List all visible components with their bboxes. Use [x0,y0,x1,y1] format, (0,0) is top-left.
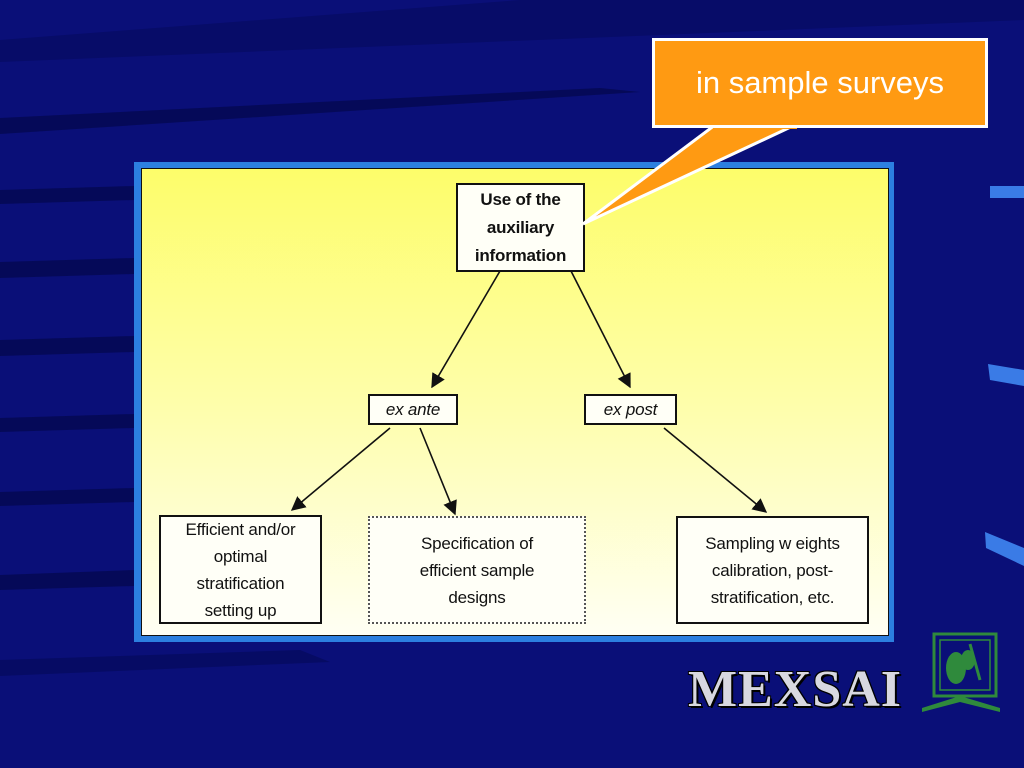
node-designs-line: designs [448,587,506,607]
node-ex-ante: ex ante [368,394,458,425]
node-designs-line: Specification of [420,533,534,553]
callout-text: in sample surveys [695,65,945,100]
nopal-book-emblem-icon [922,632,1000,712]
arrow-root-to-ex-post [570,270,631,389]
node-ex-post: ex post [584,394,677,425]
node-sampling-weights: Sampling w eights calibration, post- str… [676,516,869,624]
arrow-root-to-ex-ante [431,270,501,389]
node-root-line: information [474,245,567,265]
node-use-of-auxiliary-information: Use of the auxiliary information [456,183,585,272]
node-weights-line: calibration, post- [711,560,834,580]
arrow-ex-post-to-weights [663,427,768,513]
node-root-line: auxiliary [486,217,555,237]
node-stratification-line: optimal [213,546,268,566]
node-designs-line: efficient sample [419,560,535,580]
node-root-line: Use of the [480,189,561,209]
node-stratification-line: stratification [196,573,285,593]
arrow-ex-ante-to-designs [419,427,457,516]
node-weights-line: stratification, etc. [710,587,835,607]
arrow-ex-ante-to-stratification [290,427,391,511]
node-ex-ante-label: ex ante [385,400,441,419]
node-stratification: Efficient and/or optimal stratification … [159,515,322,624]
node-sample-designs: Specification of efficient sample design… [368,516,586,624]
node-ex-post-label: ex post [603,400,658,419]
mexsai-logo: MEXSAI [688,661,903,718]
node-stratification-line: Efficient and/or [185,519,296,539]
callout-in-sample-surveys: in sample surveys [652,38,988,128]
node-stratification-line: setting up [204,600,277,620]
node-weights-line: Sampling w eights [705,533,840,553]
